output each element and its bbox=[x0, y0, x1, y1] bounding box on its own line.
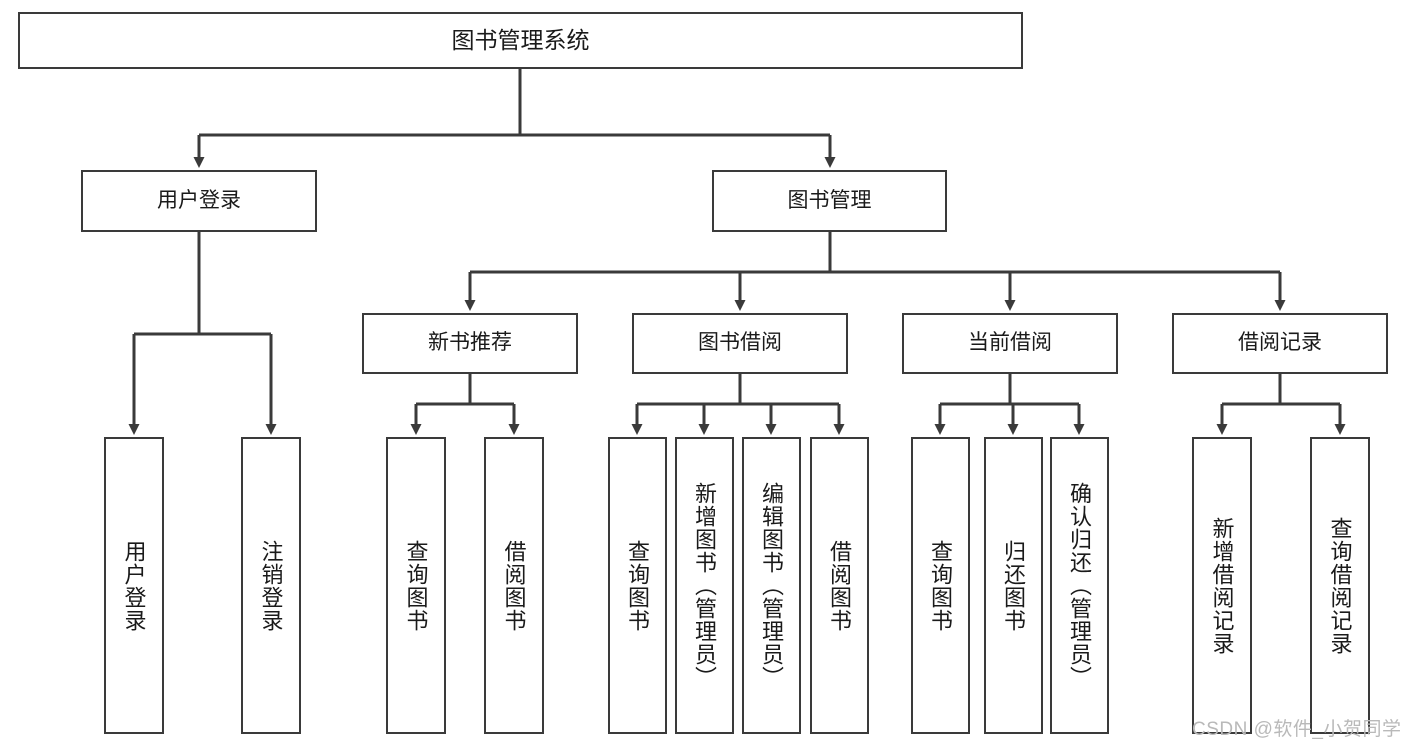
node-root-system[interactable]: 图书管理系统 bbox=[18, 12, 1023, 69]
node-label: 查询图书 bbox=[928, 539, 954, 632]
node-label: 用户登录 bbox=[157, 188, 241, 212]
node-leaf-query-book-borrow[interactable]: 查询图书 bbox=[608, 437, 667, 734]
node-leaf-return-book[interactable]: 归还图书 bbox=[984, 437, 1043, 734]
node-label: 新书推荐 bbox=[428, 331, 512, 355]
node-leaf-user-login[interactable]: 用户登录 bbox=[104, 437, 164, 734]
node-label: 编辑图书（管理员） bbox=[759, 482, 785, 689]
node-label: 当前借阅 bbox=[968, 331, 1052, 355]
node-leaf-borrow-book[interactable]: 借阅图书 bbox=[810, 437, 869, 734]
node-new-book-recommend[interactable]: 新书推荐 bbox=[362, 313, 578, 374]
node-label: 注销登录 bbox=[258, 539, 284, 632]
watermark-text: CSDN @软件_小贺同学 bbox=[1192, 719, 1402, 740]
node-label: 用户登录 bbox=[121, 539, 147, 632]
node-label: 借阅记录 bbox=[1238, 331, 1322, 355]
node-leaf-query-book-rec[interactable]: 查询图书 bbox=[386, 437, 446, 734]
node-label: 新增图书（管理员） bbox=[692, 482, 718, 689]
node-leaf-query-book-current[interactable]: 查询图书 bbox=[911, 437, 970, 734]
node-label: 图书管理系统 bbox=[451, 26, 590, 53]
node-book-borrow[interactable]: 图书借阅 bbox=[632, 313, 848, 374]
node-leaf-edit-book-admin[interactable]: 编辑图书（管理员） bbox=[742, 437, 801, 734]
node-label: 归还图书 bbox=[1001, 539, 1027, 632]
node-leaf-add-book-admin[interactable]: 新增图书（管理员） bbox=[675, 437, 734, 734]
node-user-login[interactable]: 用户登录 bbox=[81, 170, 317, 232]
node-borrow-record[interactable]: 借阅记录 bbox=[1172, 313, 1388, 374]
node-label: 借阅图书 bbox=[501, 539, 527, 632]
node-label: 图书借阅 bbox=[698, 331, 782, 355]
node-leaf-user-logout[interactable]: 注销登录 bbox=[241, 437, 301, 734]
node-leaf-query-borrow-record[interactable]: 查询借阅记录 bbox=[1310, 437, 1370, 734]
node-current-borrow[interactable]: 当前借阅 bbox=[902, 313, 1118, 374]
node-leaf-add-borrow-record[interactable]: 新增借阅记录 bbox=[1192, 437, 1252, 734]
node-label: 新增借阅记录 bbox=[1209, 516, 1235, 655]
node-label: 查询图书 bbox=[625, 539, 651, 632]
node-book-manage[interactable]: 图书管理 bbox=[712, 170, 947, 232]
node-label: 借阅图书 bbox=[827, 539, 853, 632]
node-label: 查询图书 bbox=[403, 539, 429, 632]
node-label: 图书管理 bbox=[787, 188, 872, 212]
node-leaf-confirm-return-admin[interactable]: 确认归还（管理员） bbox=[1050, 437, 1109, 734]
node-label: 查询借阅记录 bbox=[1327, 516, 1353, 655]
node-label: 确认归还（管理员） bbox=[1067, 482, 1093, 689]
node-leaf-borrow-book-rec[interactable]: 借阅图书 bbox=[484, 437, 544, 734]
